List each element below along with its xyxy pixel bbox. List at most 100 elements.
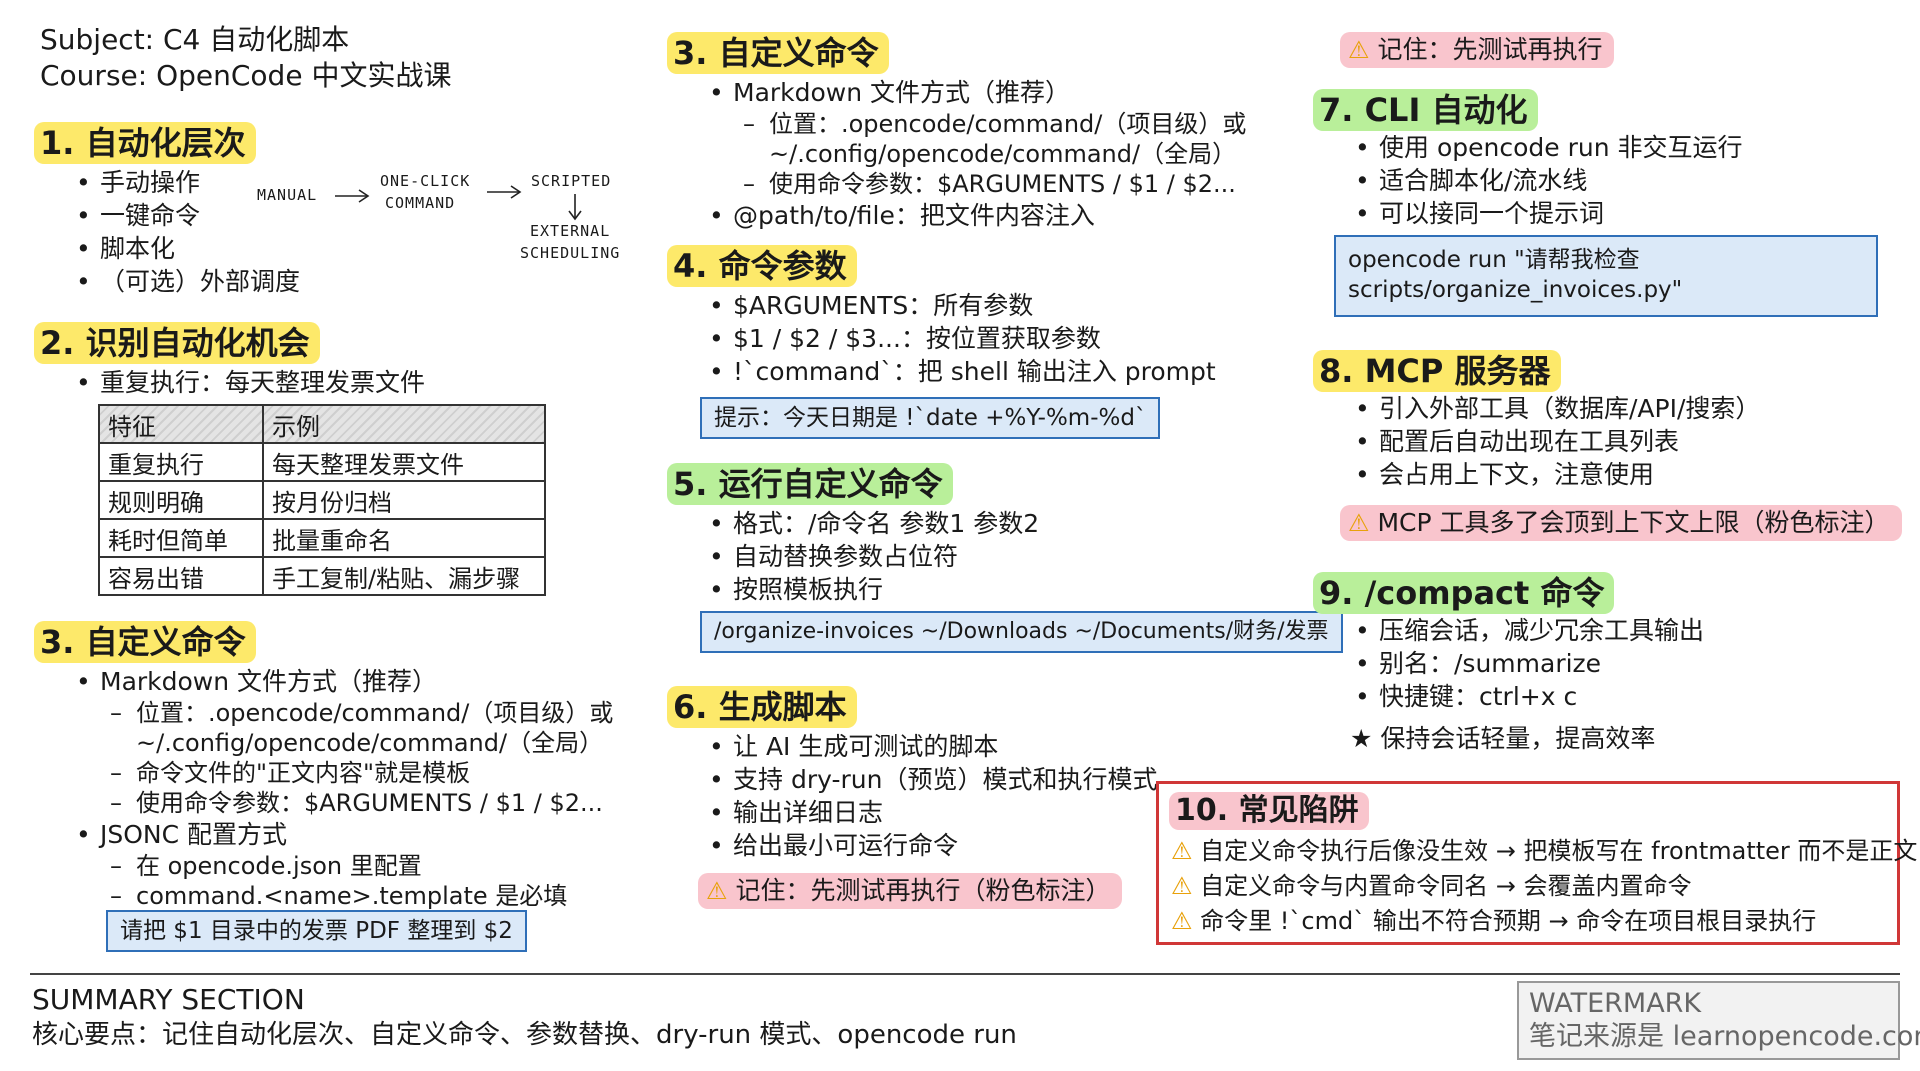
section-7-list: 使用 opencode run 非交互运行 适合脚本化/流水线 可以接同一个提示… <box>1349 131 1743 230</box>
section-4-list: $ARGUMENTS：所有参数 $1 / $2 / $3...：按位置获取参数 … <box>703 289 1216 388</box>
list-item: $ARGUMENTS：所有参数 <box>703 289 1216 322</box>
test-first-note: ⚠ 记住：先测试再执行（粉色标注） <box>698 873 1123 909</box>
pitfall-text: 自定义命令执行后像没生效 → 把模板写在 frontmatter 而不是正文 <box>1200 837 1918 865</box>
section-4-title: 4. 命令参数 <box>667 245 857 287</box>
pitfall-text: 自定义命令与内置命令同名 → 会覆盖内置命令 <box>1200 872 1692 900</box>
diagram-scripted-label: SCRIPTED <box>531 172 612 190</box>
warning-icon: ⚠ <box>1171 907 1193 935</box>
list-item: 重复执行：每天整理发票文件 <box>70 366 425 399</box>
section-7: 7. CLI 自动化 使用 opencode run 非交互运行 适合脚本化/流… <box>1313 89 1743 230</box>
summary-title: SUMMARY SECTION <box>32 983 305 1016</box>
sub-list-item: command.<name>.template 是必填 <box>70 881 613 911</box>
arrow-down-icon <box>568 194 582 221</box>
table-row: 规则明确 按月份归档 <box>98 480 546 520</box>
subject-line: Subject: C4 自动化脚本 <box>40 23 350 56</box>
code-example-box: opencode run "请帮我检查 scripts/organize_inv… <box>1334 235 1878 317</box>
pitfall-item: ⚠ 命令里 !`cmd` 输出不符合预期 → 命令在项目根目录执行 <box>1171 904 1917 939</box>
sub-list-item: 位置：.opencode/command/（项目级）或 <box>70 698 613 728</box>
arrow-right-icon <box>335 189 370 203</box>
note-text: MCP 工具多了会顶到上下文上限（粉色标注） <box>1377 508 1890 537</box>
section-4: 4. 命令参数 $ARGUMENTS：所有参数 $1 / $2 / $3...：… <box>667 245 1216 388</box>
section-6-title: 6. 生成脚本 <box>667 686 857 728</box>
summary-text: 核心要点：记住自动化层次、自定义命令、参数替换、dry-run 模式、openc… <box>32 1020 1017 1050</box>
section-3-middle-list: Markdown 文件方式（推荐） 位置：.opencode/command/（… <box>703 76 1246 232</box>
section-2-title: 2. 识别自动化机会 <box>34 322 320 364</box>
table-row: 耗时但简单 批量重命名 <box>98 518 546 558</box>
section-5-list: 格式：/命令名 参数1 参数2 自动替换参数占位符 按照模板执行 <box>703 507 1039 606</box>
table-cell: 手工复制/粘贴、漏步骤 <box>262 556 546 596</box>
list-item: Markdown 文件方式（推荐） <box>70 665 613 698</box>
diagram-scheduling-label: SCHEDULING <box>520 244 621 262</box>
note-text: 记住：先测试再执行（粉色标注） <box>735 876 1111 905</box>
section-6: 6. 生成脚本 让 AI 生成可测试的脚本 支持 dry-run（预览）模式和执… <box>667 686 1157 862</box>
list-item: （可选）外部调度 <box>70 265 300 298</box>
section-7-title: 7. CLI 自动化 <box>1313 89 1538 131</box>
table-cell: 每天整理发票文件 <box>262 442 546 482</box>
list-item: !`command`：把 shell 输出注入 prompt <box>703 355 1216 388</box>
table-cell: 耗时但简单 <box>98 518 264 558</box>
list-item: 压缩会话，减少冗余工具输出 <box>1349 614 1704 647</box>
list-item: 可以接同一个提示词 <box>1349 197 1743 230</box>
efficiency-tip: ★ 保持会话轻量，提高效率 <box>1350 722 1655 756</box>
warning-icon: ⚠ <box>1348 509 1370 537</box>
note-text: 记住：先测试再执行 <box>1377 35 1603 64</box>
code-example-box: /organize-invoices ~/Downloads ~/Documen… <box>700 611 1343 653</box>
section-3-title: 3. 自定义命令 <box>34 621 256 663</box>
pitfall-list: ⚠ 自定义命令执行后像没生效 → 把模板写在 frontmatter 而不是正文… <box>1171 834 1917 939</box>
sub-list-item-continuation: ~/.config/opencode/command/（全局） <box>136 729 604 757</box>
code-example-box: 提示：今天日期是 !`date +%Y-%m-%d` <box>700 397 1161 439</box>
code-example-box: 请把 $1 目录中的发票 PDF 整理到 $2 <box>106 910 527 952</box>
watermark-source: 笔记来源是 learnopencode.com <box>1529 1021 1920 1052</box>
mcp-warning-note: ⚠ MCP 工具多了会顶到上下文上限（粉色标注） <box>1340 505 1902 541</box>
table-cell: 按月份归档 <box>262 480 546 520</box>
list-item: JSONC 配置方式 <box>70 818 613 851</box>
pitfalls-box: 10. 常见陷阱 ⚠ 自定义命令执行后像没生效 → 把模板写在 frontmat… <box>1156 781 1917 945</box>
list-item: @path/to/file：把文件内容注入 <box>703 199 1246 232</box>
list-item: 按照模板执行 <box>703 573 1039 606</box>
tip-text: 保持会话轻量，提高效率 <box>1380 724 1656 753</box>
section-9-list: 压缩会话，减少冗余工具输出 别名：/summarize 快捷键：ctrl+x c <box>1349 614 1704 713</box>
diagram-oneclick-label: ONE-CLICK <box>380 172 471 190</box>
section-9: 9. /compact 命令 压缩会话，减少冗余工具输出 别名：/summari… <box>1313 572 1704 713</box>
section-3-title: 3. 自定义命令 <box>667 32 889 74</box>
list-item: 给出最小可运行命令 <box>703 829 1157 862</box>
list-item: 使用 opencode run 非交互运行 <box>1349 131 1743 164</box>
section-1-list: 手动操作 一键命令 脚本化 （可选）外部调度 <box>70 166 300 298</box>
section-8-list: 引入外部工具（数据库/API/搜索） 配置后自动出现在工具列表 会占用上下文，注… <box>1349 392 1760 491</box>
list-item: 一键命令 <box>70 199 300 232</box>
course-line: Course: OpenCode 中文实战课 <box>40 59 452 92</box>
section-8: 8. MCP 服务器 引入外部工具（数据库/API/搜索） 配置后自动出现在工具… <box>1313 350 1760 491</box>
section-3-list: Markdown 文件方式（推荐） 位置：.opencode/command/（… <box>70 665 613 911</box>
sub-list-item: 在 opencode.json 里配置 <box>70 851 613 881</box>
diagram-command-label: COMMAND <box>385 194 456 212</box>
list-item: $1 / $2 / $3...：按位置获取参数 <box>703 322 1216 355</box>
table-header-cell: 特征 <box>98 404 264 444</box>
warning-icon: ⚠ <box>1171 872 1193 900</box>
diagram-manual-label: MANUAL <box>257 186 318 204</box>
summary-divider <box>30 973 1900 975</box>
table-header-cell: 示例 <box>262 404 546 444</box>
section-5: 5. 运行自定义命令 格式：/命令名 参数1 参数2 自动替换参数占位符 按照模… <box>667 463 1039 606</box>
code-line: scripts/organize_invoices.py" <box>1348 277 1683 303</box>
star-icon: ★ <box>1350 724 1373 753</box>
list-item: 配置后自动出现在工具列表 <box>1349 425 1760 458</box>
section-9-title: 9. /compact 命令 <box>1313 572 1615 614</box>
list-item: 快捷键：ctrl+x c <box>1349 680 1704 713</box>
watermark-box: WATERMARK 笔记来源是 learnopencode.com <box>1517 981 1920 1060</box>
watermark-label: WATERMARK <box>1529 988 1702 1019</box>
sub-list-item: 位置：.opencode/command/（项目级）或 <box>703 109 1246 139</box>
warning-icon: ⚠ <box>1348 36 1370 64</box>
table-row: 重复执行 每天整理发票文件 <box>98 442 546 482</box>
list-item: 会占用上下文，注意使用 <box>1349 458 1760 491</box>
automation-level-diagram: MANUAL ONE-CLICK COMMAND SCRIPTED EXTERN… <box>255 170 645 270</box>
list-item: 支持 dry-run（预览）模式和执行模式 <box>703 763 1157 796</box>
section-3-left: 3. 自定义命令 Markdown 文件方式（推荐） 位置：.opencode/… <box>34 621 613 911</box>
section-2: 2. 识别自动化机会 重复执行：每天整理发票文件 <box>34 322 425 399</box>
warning-icon: ⚠ <box>706 877 728 905</box>
features-table-wrap: 特征 示例 重复执行 每天整理发票文件 规则明确 按月份归档 耗时但简单 批量重… <box>98 404 546 596</box>
table-row: 容易出错 手工复制/粘贴、漏步骤 <box>98 556 546 596</box>
section-1: 1. 自动化层次 手动操作 一键命令 脚本化 （可选）外部调度 <box>34 122 300 298</box>
table-cell: 批量重命名 <box>262 518 546 558</box>
list-item: 自动替换参数占位符 <box>703 540 1039 573</box>
list-item: 格式：/命令名 参数1 参数2 <box>703 507 1039 540</box>
